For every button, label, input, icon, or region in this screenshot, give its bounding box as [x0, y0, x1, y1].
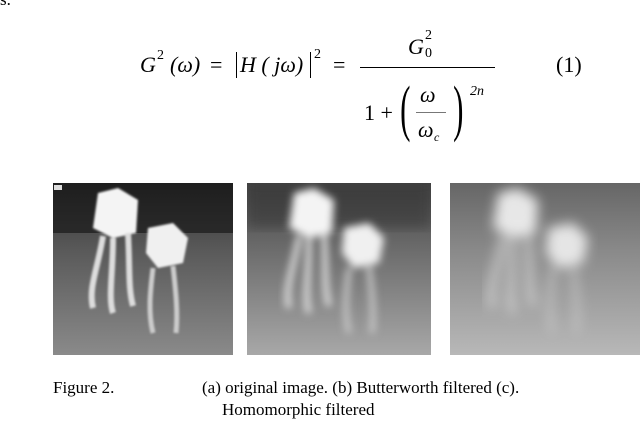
eq-numerator: G [408, 34, 424, 59]
eq-den-frac-num: ω [420, 82, 436, 107]
panel-c-homomorphic-filtered [450, 183, 640, 355]
figure-label: Figure 2. [53, 378, 115, 397]
eq-lhs-arg: (ω) [170, 52, 201, 77]
figure-caption-line-1: (a) original image. (b) Butterworth filt… [202, 378, 520, 397]
eq-equals-1: = [210, 52, 223, 77]
abs-bar-right [310, 52, 311, 78]
eq-den-one-plus: 1 + [364, 100, 393, 125]
paren-left: ( [400, 75, 411, 143]
eq-abs-sup: 2 [314, 47, 321, 62]
figure-caption-line-2: Homomorphic filtered [222, 400, 375, 419]
panel-a-original-image [53, 183, 233, 355]
inner-fraction-bar [416, 112, 446, 113]
fraction-bar [360, 67, 495, 68]
eq-lhs: G [140, 52, 156, 77]
eq-num-sub: 0 [425, 46, 432, 61]
eq-lhs-sup: 2 [157, 48, 164, 63]
eq-den-frac-den-sub: c [434, 130, 440, 144]
eq-equals-2: = [333, 52, 346, 77]
abs-bar-left [236, 52, 237, 78]
eq-den-sup: 2n [470, 84, 484, 99]
paren-right: ) [453, 75, 464, 143]
top-text-fragment: s. [0, 0, 11, 10]
eq-den-frac-den: ω [418, 117, 434, 142]
eq-abs-expr: H ( jω) [240, 52, 304, 77]
eq-num-sup: 2 [425, 28, 432, 43]
equation-number: (1) [556, 52, 582, 77]
panel-b-butterworth-filtered [247, 183, 431, 355]
